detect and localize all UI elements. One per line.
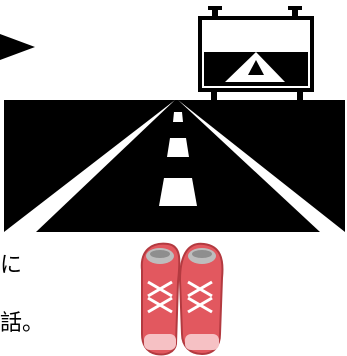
text-fragment-1: に: [0, 253, 23, 278]
road-icon: [4, 100, 345, 232]
text-fragment-2: 話。: [0, 311, 45, 336]
red-sneakers-icon: [140, 242, 224, 356]
play-arrow-icon: [0, 34, 35, 60]
